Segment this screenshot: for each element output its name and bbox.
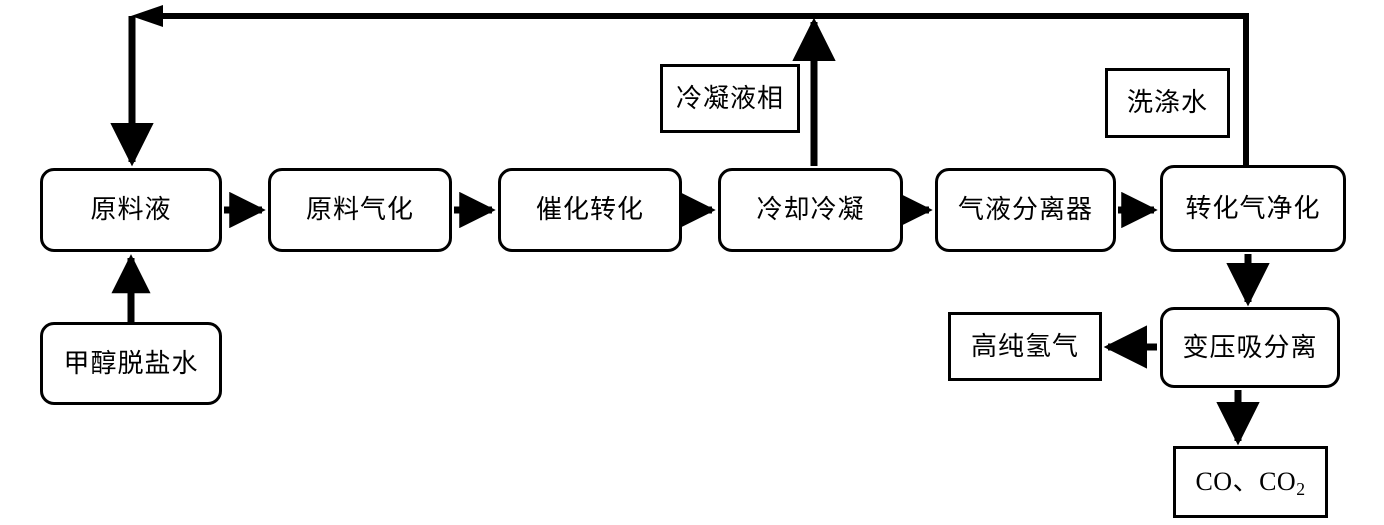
node-converted-gas-purification[interactable]: 转化气净化 [1160, 165, 1346, 252]
node-cooling-condensation[interactable]: 冷却冷凝 [718, 168, 903, 252]
node-label-gas-liquid-separator: 气液分离器 [957, 195, 1093, 224]
node-label-psa-separation: 变压吸分离 [1182, 332, 1318, 362]
node-label-feed-liquid: 原料液 [90, 195, 172, 224]
node-label-condensate-liquid-phase: 冷凝液相 [675, 83, 784, 113]
node-catalytic-conversion[interactable]: 催化转化 [498, 168, 682, 252]
node-feed-liquid[interactable]: 原料液 [40, 168, 222, 252]
node-wash-water[interactable]: 洗涤水 [1105, 68, 1230, 138]
node-label-cooling-condensation: 冷却冷凝 [756, 195, 865, 224]
connector-recycle-main-line [140, 13, 1249, 165]
connector-recycle-left-arrowhead [131, 5, 163, 27]
node-label-converted-gas-purification: 转化气净化 [1185, 193, 1321, 223]
node-gas-liquid-separator[interactable]: 气液分离器 [935, 168, 1116, 252]
node-label-co-co2: CO、CO2 [1195, 467, 1305, 498]
node-co-co2[interactable]: CO、CO2 [1173, 446, 1328, 518]
node-psa-separation[interactable]: 变压吸分离 [1160, 307, 1340, 388]
node-condensate-liquid-phase[interactable]: 冷凝液相 [660, 64, 800, 133]
node-label-catalytic-conversion: 催化转化 [535, 195, 644, 224]
node-feed-vaporization[interactable]: 原料气化 [268, 168, 452, 252]
node-label-co-co2-text: CO、CO [1195, 467, 1297, 496]
node-label-high-purity-hydrogen: 高纯氢气 [970, 331, 1079, 361]
node-high-purity-hydrogen[interactable]: 高纯氢气 [948, 312, 1102, 381]
node-methanol-desalted-water[interactable]: 甲醇脱盐水 [40, 322, 222, 405]
node-label-co-co2-subscript: 2 [1296, 478, 1306, 499]
node-label-methanol-desalted-water: 甲醇脱盐水 [63, 348, 199, 378]
node-label-feed-vaporization: 原料气化 [305, 195, 414, 224]
node-label-wash-water: 洗涤水 [1126, 88, 1208, 117]
